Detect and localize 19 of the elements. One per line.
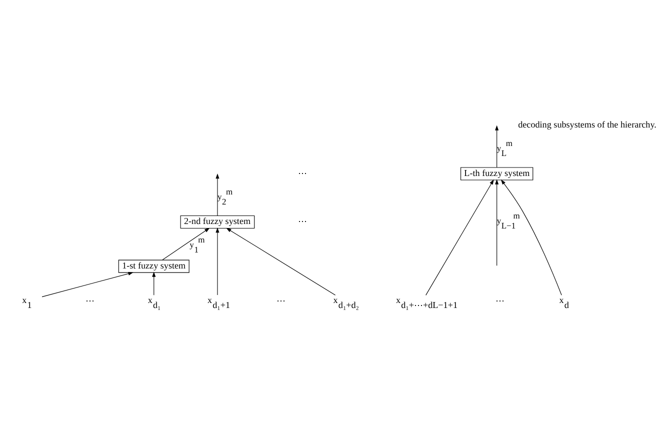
label: ⋯ (276, 296, 286, 306)
arrow (426, 179, 494, 296)
arrow (152, 272, 156, 296)
arrow (42, 272, 134, 298)
label: ⋯ (86, 296, 95, 306)
arrow (216, 227, 220, 296)
arrow (216, 174, 220, 216)
node-box: 2-nd fuzzy system (180, 215, 255, 229)
arrow (495, 125, 499, 168)
arrow (500, 180, 562, 296)
label: decoding subsystems of the hierarchy. (518, 120, 656, 130)
arrow (226, 228, 336, 296)
label: ⋯ (298, 216, 308, 226)
node-box: 1-st fuzzy system (118, 260, 190, 273)
label: ⋯ (298, 168, 308, 178)
arrow (162, 228, 210, 260)
label: ⋯ (496, 296, 505, 306)
node-box: L-th fuzzy system (460, 167, 534, 180)
arrow (495, 179, 499, 266)
